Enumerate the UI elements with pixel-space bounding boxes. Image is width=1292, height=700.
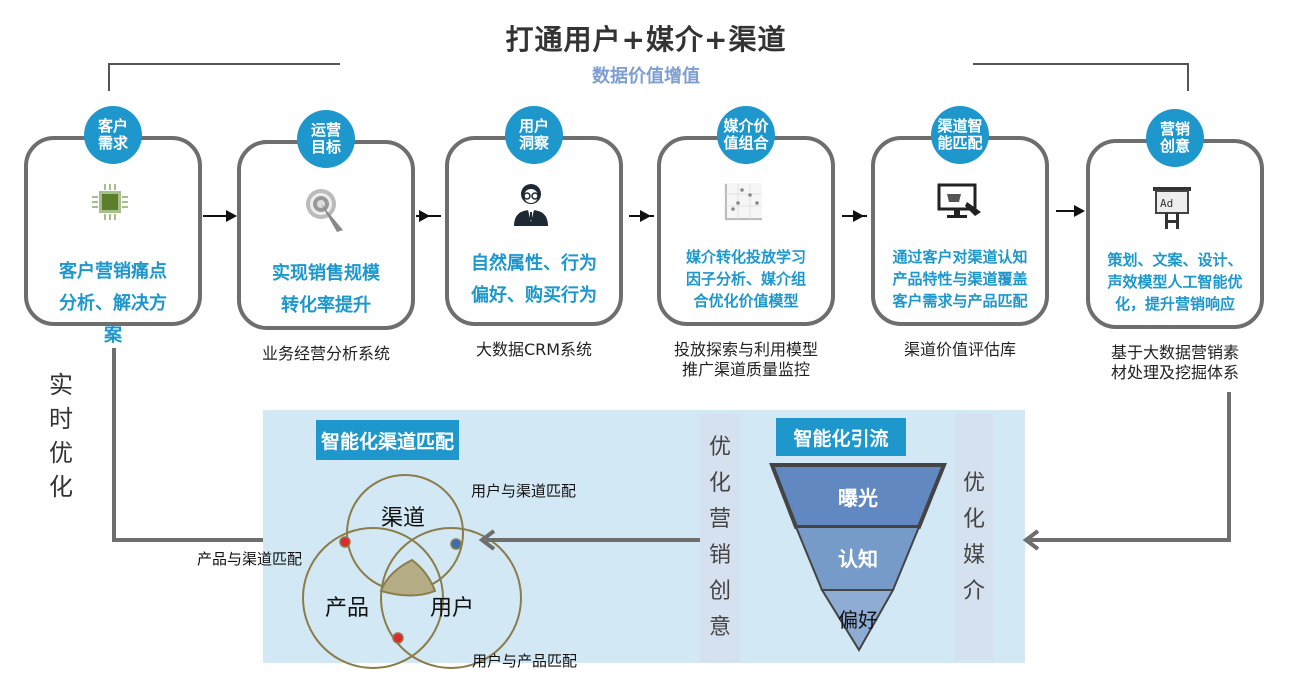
arrow-head-icon — [853, 210, 864, 222]
stage-description: 媒介转化投放学习 因子分析、媒介组 合优化价值模型 — [685, 248, 806, 310]
red-dot-product-channel — [339, 536, 351, 548]
svg-text:Ad: Ad — [1160, 197, 1173, 210]
stage-caption: 基于大数据营销素 材处理及挖掘体系 — [1110, 343, 1239, 382]
stage-card — [24, 136, 202, 326]
stage-badge: 媒介价 值组合 — [717, 106, 775, 164]
stage-caption: 渠道价值评估库 — [903, 340, 1016, 359]
stage-caption: 业务经营分析系统 — [261, 344, 390, 363]
funnel-label-exposure: 曝光 — [838, 486, 878, 510]
optimize-creative-strip — [700, 414, 740, 662]
diagram-subtitle: 数据价值增值 — [592, 66, 700, 87]
billboard-icon: Ad — [1152, 185, 1192, 235]
stage-badge: 用户 洞察 — [505, 106, 563, 164]
diagram-title: 打通用户+媒介+渠道 — [505, 23, 787, 56]
stage-description: 实现销售规模 转化率提升 — [272, 263, 380, 316]
arrow-to-venn — [486, 538, 700, 542]
label-user-channel-match: 用户与渠道匹配 — [471, 482, 577, 500]
red-dot-user-product — [392, 632, 404, 644]
stage-description: 通过客户对渠道认知 产品特性与渠道覆盖 客户需求与产品匹配 — [892, 248, 1028, 310]
monitor-cart-icon — [937, 182, 983, 226]
bracket-left — [108, 63, 340, 91]
feedback-line-horizontal-left — [112, 538, 264, 542]
arrow-head-left-icon — [478, 529, 496, 551]
stage-card — [237, 140, 415, 330]
stage-badge: 运营 目标 — [297, 110, 355, 168]
arrow-head-icon — [226, 210, 237, 222]
funnel-label-preference: 偏好 — [838, 608, 878, 632]
stage-caption: 投放探索与利用模型 推广渠道质量监控 — [673, 340, 818, 379]
stage-badge: 营销 创意 — [1146, 109, 1204, 167]
arrow-head-icon — [1074, 205, 1085, 217]
channel-matching-title: 智能化渠道匹配 — [316, 420, 459, 460]
stage-description: 自然属性、行为 偏好、购买行为 — [471, 253, 597, 306]
venn-label-product: 产品 — [325, 596, 370, 621]
realtime-optimize-label: 实 时 优 化 — [49, 371, 73, 501]
venn-diagram — [302, 474, 522, 669]
stage-caption: 大数据CRM系统 — [475, 340, 593, 359]
target-icon — [303, 186, 347, 240]
venn-label-channel: 渠道 — [381, 506, 426, 531]
optimize-creative-label: 优 化 营 销 创 意 — [708, 435, 731, 640]
bracket-right — [973, 63, 1189, 91]
stage-description: 策划、文案、设计、 声效模型人工智能优 化，提升营销响应 — [1107, 251, 1243, 313]
flow-arrow-1 — [203, 215, 228, 217]
traffic-title: 智能化引流 — [776, 418, 906, 456]
stage-card — [871, 136, 1049, 326]
feedback-line-vertical-left — [112, 348, 116, 542]
funnel — [769, 463, 947, 652]
blue-dot-user-channel — [450, 538, 462, 550]
label-product-channel-match: 产品与渠道匹配 — [197, 550, 303, 568]
stage-badge: 客户 需求 — [84, 106, 142, 164]
venn-circle-user — [380, 527, 522, 669]
arrow-head-left-icon — [1022, 529, 1040, 551]
stage-badge: 渠道智 能匹配 — [931, 106, 989, 164]
user-icon — [511, 182, 551, 230]
chip-icon — [90, 182, 130, 226]
arrow-head-icon — [419, 210, 430, 222]
scatter-chart-icon — [723, 182, 763, 226]
label-user-product-match: 用户与产品匹配 — [472, 652, 578, 670]
arrow-head-icon — [640, 210, 651, 222]
optimize-media-strip — [955, 414, 993, 660]
venn-center-region — [379, 558, 437, 597]
funnel-level-preference — [820, 589, 895, 652]
venn-label-user: 用户 — [430, 596, 475, 621]
flow-arrow-5 — [1056, 210, 1081, 212]
optimize-media-label: 优 化 媒 介 — [962, 471, 985, 604]
feedback-line-vertical-right — [1227, 392, 1231, 542]
feedback-line-horizontal-right — [1030, 538, 1231, 542]
venn-circle-product — [302, 527, 444, 669]
stage-description: 客户营销痛点 分析、解决方 案 — [59, 261, 167, 346]
funnel-label-awareness: 认知 — [838, 547, 878, 571]
